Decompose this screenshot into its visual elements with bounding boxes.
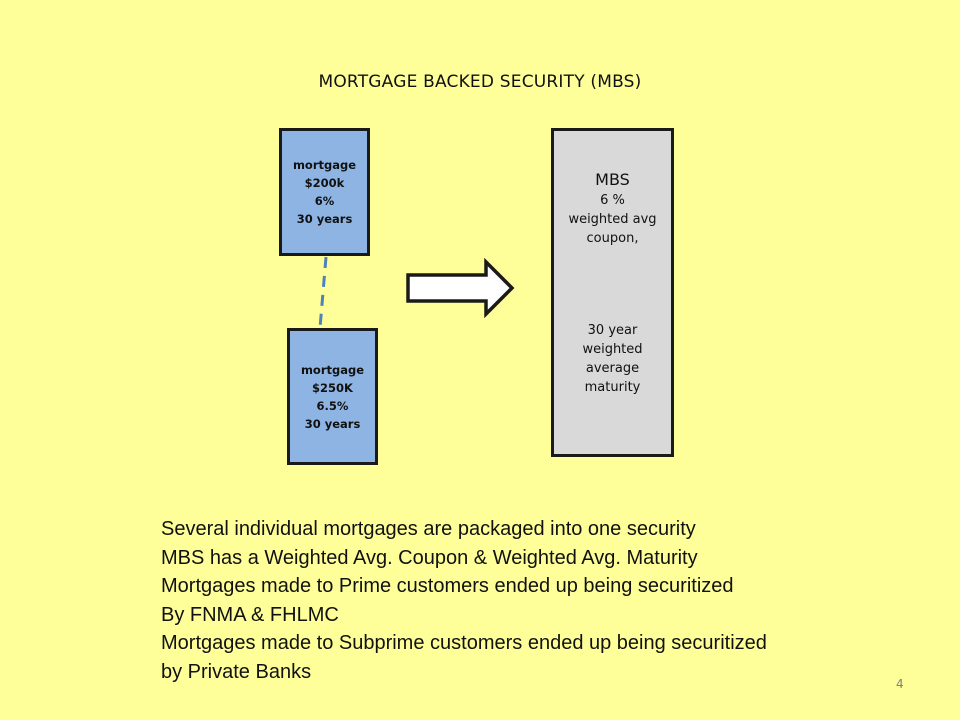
- page-number: 4: [896, 677, 904, 691]
- bullet-line: Several individual mortgages are package…: [161, 518, 696, 540]
- mbs-coupon-line: coupon,: [586, 231, 639, 246]
- bullet-list: Several individual mortgages are package…: [161, 515, 767, 686]
- mortgage-term: 30 years: [304, 416, 361, 431]
- right-arrow-icon: [406, 257, 515, 319]
- bullet-line: by Private Banks: [161, 660, 312, 683]
- mortgage-label: mortgage: [300, 362, 365, 377]
- mortgage-rate: 6%: [314, 194, 335, 208]
- mbs-maturity-line: 30 year: [587, 323, 638, 338]
- mbs-box: MBS 6 % weighted avg coupon, 30 year wei…: [551, 128, 674, 457]
- mbs-maturity-line: weighted: [582, 342, 643, 357]
- mortgage-rate: 6.5%: [316, 398, 349, 413]
- mbs-coupon-line: 6 %: [600, 193, 625, 208]
- mbs-coupon-line: weighted avg: [568, 212, 657, 227]
- mortgage-amount: $200k: [304, 176, 345, 190]
- bullet-line: MBS has a Weighted Avg. Coupon & Weighte…: [161, 546, 698, 569]
- bullet-line: By FNMA & FHLMC: [161, 603, 339, 626]
- mortgage-amount: $250K: [312, 380, 353, 395]
- mortgage-label: mortgage: [292, 158, 357, 172]
- bullet-line: Mortgages made to Prime customers ended …: [161, 575, 734, 597]
- dashed-connector-line: [318, 256, 328, 329]
- mbs-maturity-line: maturity: [584, 380, 641, 395]
- slide-title: MORTGAGE BACKED SECURITY (MBS): [318, 72, 642, 92]
- mortgage-box-2: mortgage $250K 6.5% 30 years: [287, 328, 378, 465]
- mortgage-box-1: mortgage $200k 6% 30 years: [279, 128, 370, 256]
- mbs-heading: MBS: [595, 170, 630, 189]
- bullet-line: Mortgages made to Subprime customers end…: [161, 632, 767, 654]
- mortgage-term: 30 years: [296, 212, 353, 226]
- mbs-maturity-line: average: [585, 361, 640, 376]
